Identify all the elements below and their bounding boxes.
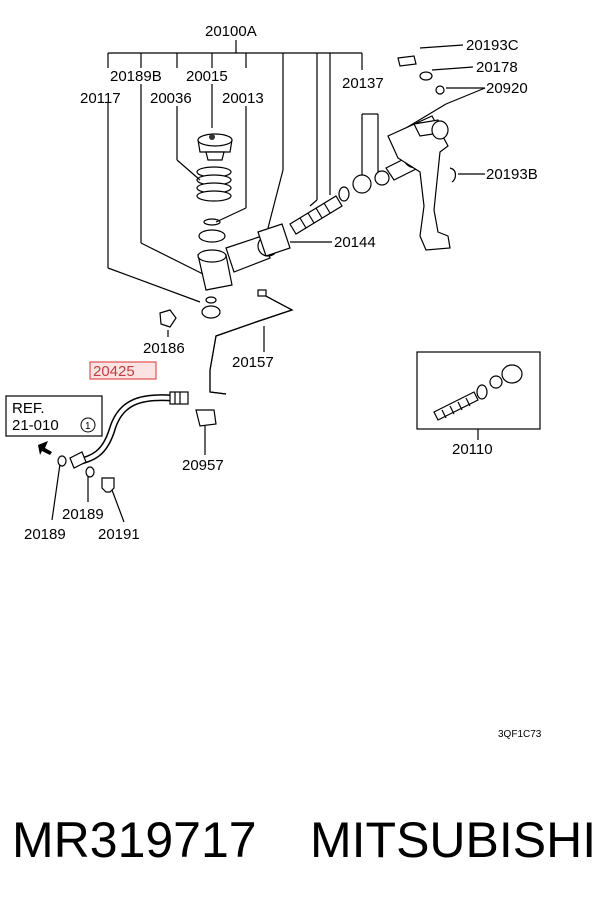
ref-code: 21-010 xyxy=(12,417,59,434)
part-number: MR319717 xyxy=(12,812,257,868)
label-20100A: 20100A xyxy=(205,23,257,40)
label-20144: 20144 xyxy=(334,234,376,251)
label-20013: 20013 xyxy=(222,90,264,107)
drawing-code: 3QF1C73 xyxy=(498,729,542,740)
label-20157: 20157 xyxy=(232,354,274,371)
ref-label: REF. xyxy=(12,400,45,417)
label-20425[interactable]: 20425 xyxy=(93,363,135,380)
label-20957: 20957 xyxy=(182,457,224,474)
parts-diagram: 20100A 20193C 20178 20920 20189B 20015 2… xyxy=(5,23,542,740)
label-20189B: 20189B xyxy=(110,68,162,85)
ref-box: REF. 21-010 1 xyxy=(5,395,103,455)
footer: MR319717 MITSUBISHI xyxy=(0,800,600,880)
label-20191: 20191 xyxy=(98,526,140,543)
label-20193B: 20193B xyxy=(486,166,538,183)
pipe-20157 xyxy=(209,289,294,395)
label-20110: 20110 xyxy=(452,441,493,458)
label-20186: 20186 xyxy=(143,340,185,357)
bolt-20191 xyxy=(101,477,115,493)
kit-20110 xyxy=(416,351,541,440)
label-20178: 20178 xyxy=(476,59,518,76)
label-20036: 20036 xyxy=(150,90,192,107)
label-20193C: 20193C xyxy=(466,37,519,54)
label-20189-upper: 20189 xyxy=(62,506,104,523)
master-cylinder-assembly xyxy=(159,133,291,328)
label-20189-lower: 20189 xyxy=(24,526,66,543)
leader-lines xyxy=(51,44,486,523)
label-20920: 20920 xyxy=(486,80,528,97)
clutch-pedal xyxy=(387,55,457,251)
highlight-box-20425 xyxy=(89,361,157,380)
washer-20189-lower xyxy=(57,455,67,467)
bracket-20100A xyxy=(107,40,363,200)
label-20117: 20117 xyxy=(80,90,121,107)
ref-circle-number: 1 xyxy=(85,421,91,432)
arrow-icon xyxy=(38,441,52,455)
washer-20189-upper xyxy=(85,466,95,478)
clip-20957 xyxy=(195,409,217,427)
label-20137: 20137 xyxy=(342,75,384,92)
brand-name: MITSUBISHI xyxy=(310,812,597,868)
label-20015: 20015 xyxy=(186,68,228,85)
hose-20425[interactable] xyxy=(69,391,189,469)
